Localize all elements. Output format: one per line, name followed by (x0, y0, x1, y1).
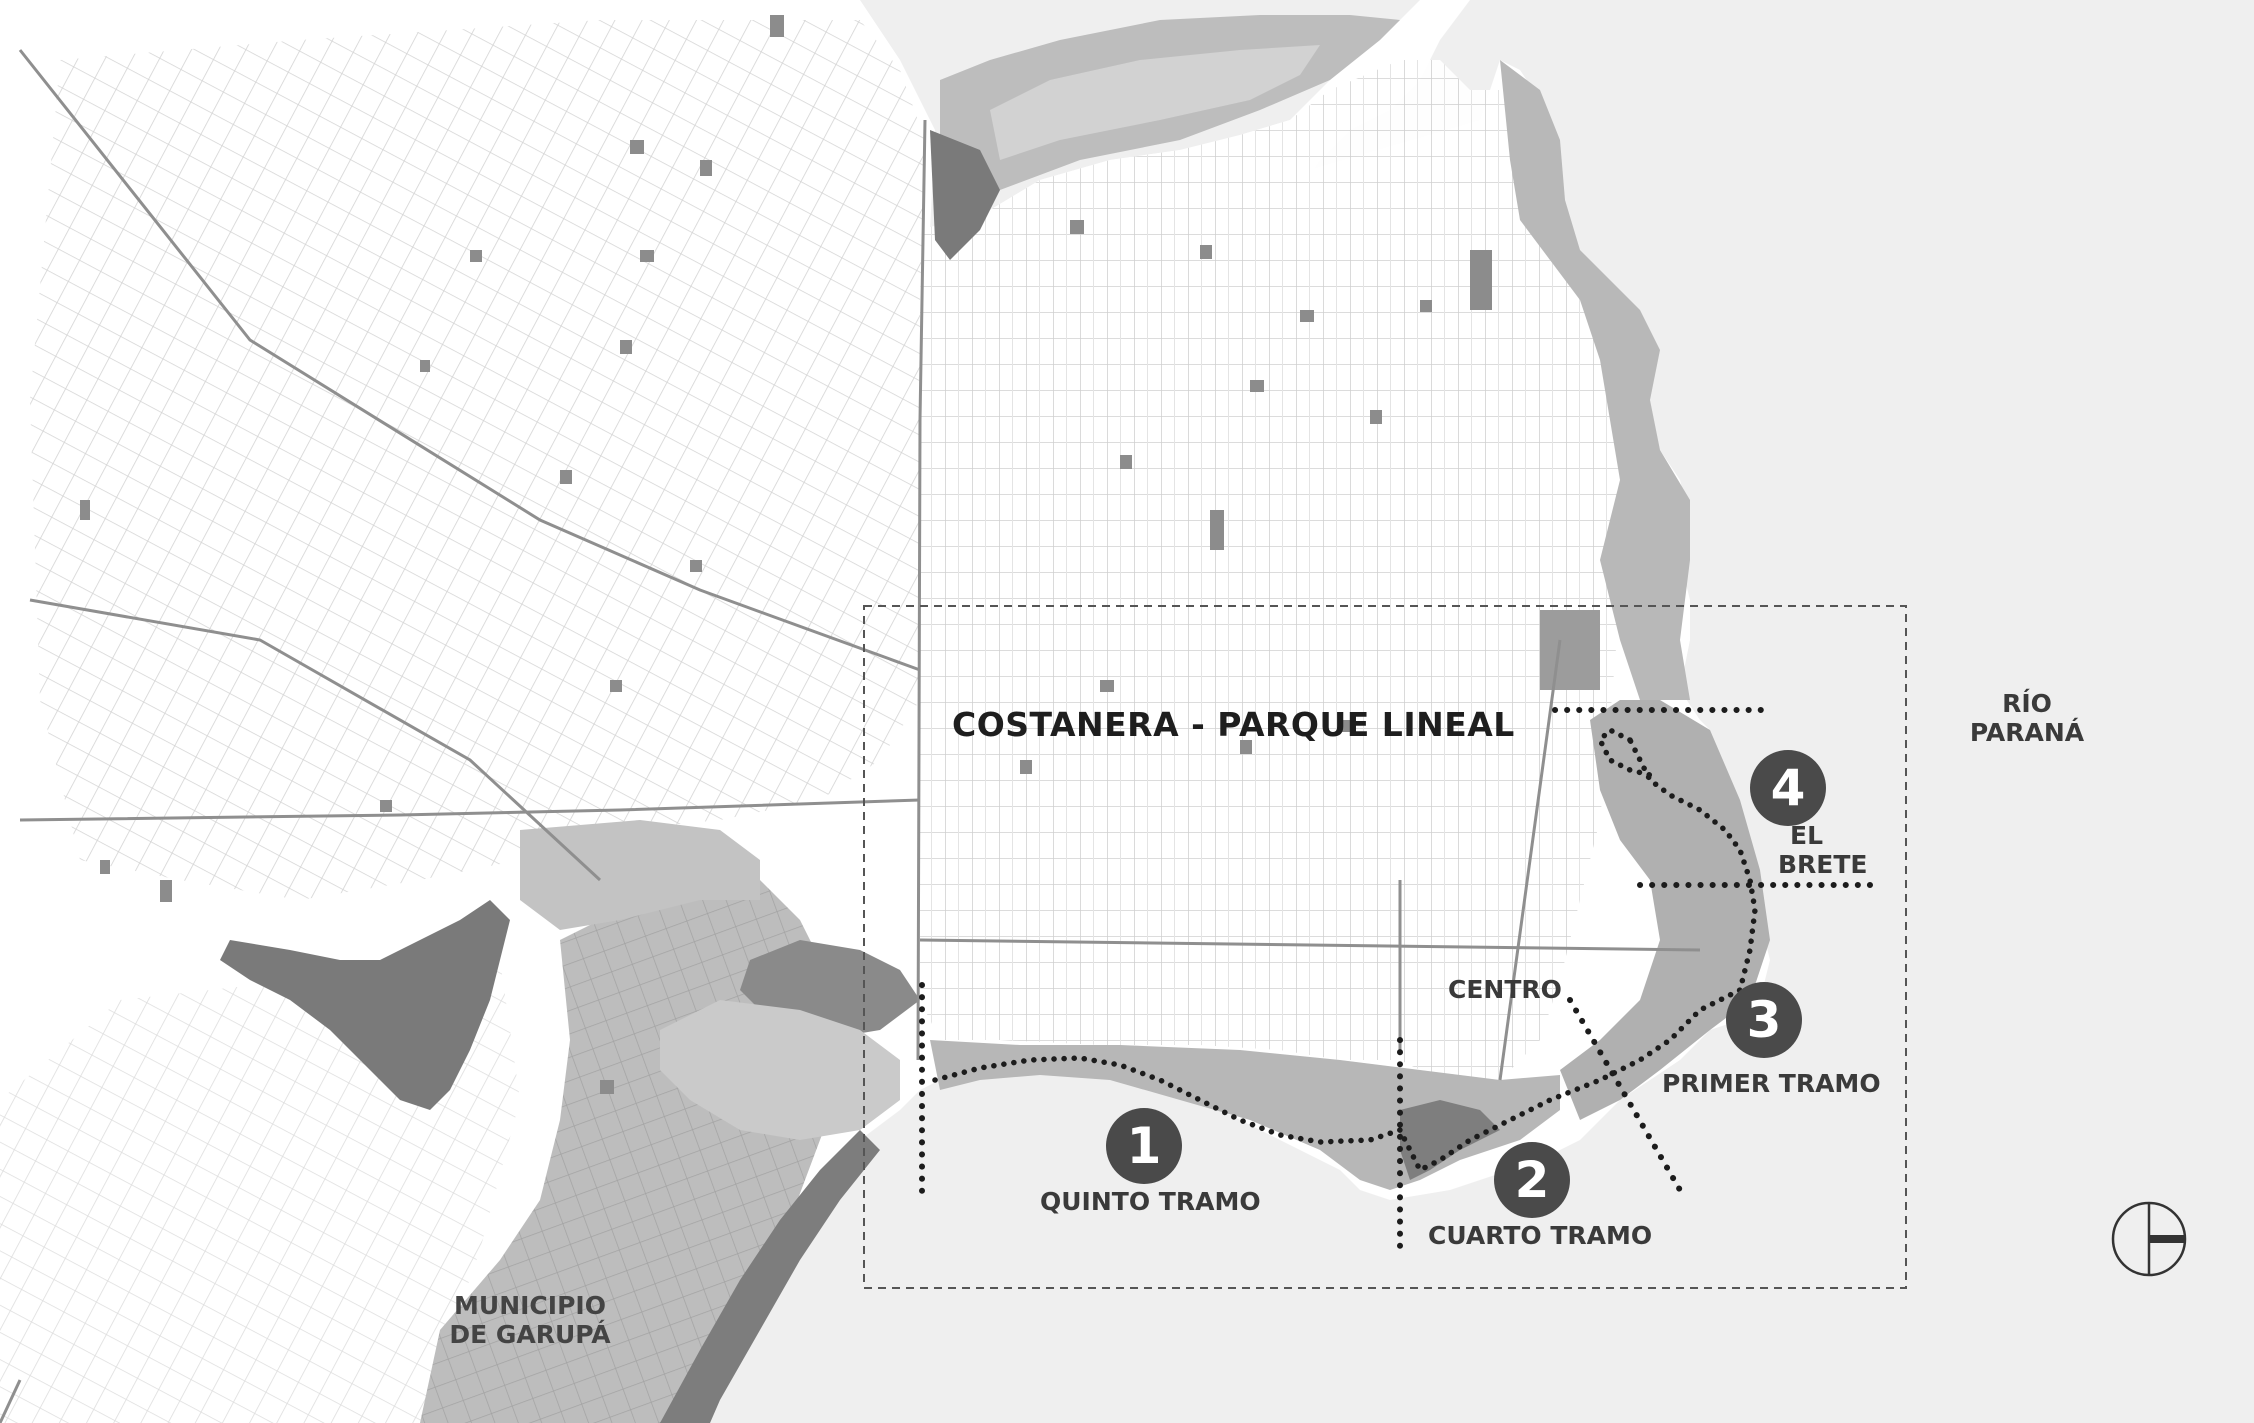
plaza-blocks (80, 15, 1600, 1094)
green-area-brete (1560, 700, 1770, 1120)
green-area-east-coast (1500, 60, 1690, 700)
section-2-label: CUARTO TRAMO (1428, 1221, 1653, 1250)
municipality-label-line-1: MUNICIPIO (454, 1291, 606, 1320)
north-arrow-icon (2111, 1201, 2187, 1277)
municipality-label: MUNICIPIO DE GARUPÁ (430, 1291, 630, 1350)
avenues (0, 49, 1701, 1423)
river-label-line-1: RÍO (2002, 689, 2052, 718)
section-4-label: EL BRETE (1778, 821, 1868, 880)
section-3-label: PRIMER TRAMO (1662, 1069, 1881, 1098)
light-lake (660, 1000, 900, 1140)
dark-lake-west (220, 900, 510, 1110)
section-1-badge: 1 (1106, 1108, 1182, 1184)
dark-green-coast (1400, 1100, 1500, 1180)
map-title: COSTANERA - PARQUE LINEAL (952, 705, 1515, 744)
section-2-badge: 2 (1494, 1142, 1570, 1218)
study-area-boundary (863, 605, 1907, 1289)
section-dividers (919, 707, 1873, 1258)
green-island (990, 45, 1320, 160)
street-grid-east (920, 60, 1670, 1080)
section-3-badge: 3 (1726, 982, 1802, 1058)
section-4-label-line-1: EL (1790, 821, 1824, 850)
dark-green-north (930, 130, 1000, 260)
street-grid-west (30, 20, 925, 900)
municipality-label-line-2: DE GARUPÁ (449, 1319, 611, 1349)
river-label-line-2: PARANÁ (1969, 717, 2085, 747)
green-area-west (520, 820, 760, 930)
coastal-route (932, 726, 1758, 1174)
river-label: RÍO PARANÁ (1962, 689, 2092, 748)
section-1-label: QUINTO TRAMO (1040, 1187, 1261, 1216)
section-4-label-line-2: BRETE (1778, 849, 1868, 879)
dark-green-coast-west (660, 1130, 880, 1423)
section-4-badge: 4 (1750, 750, 1826, 826)
centro-label: CENTRO (1448, 975, 1562, 1004)
